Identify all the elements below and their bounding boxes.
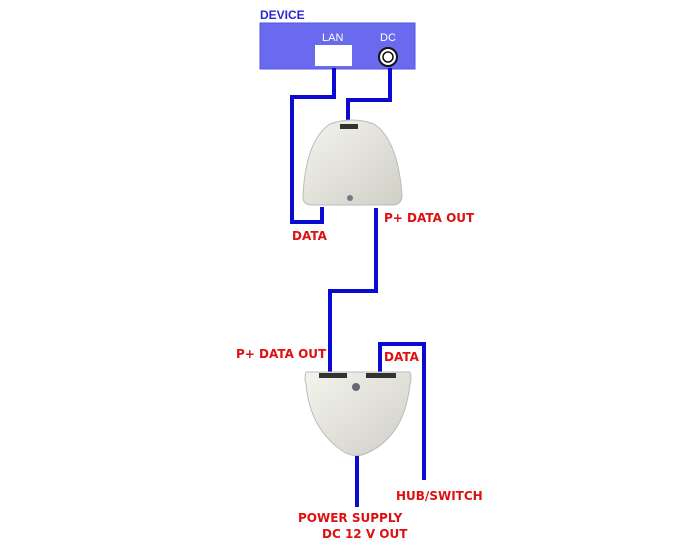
hub-data-wire [378, 342, 426, 480]
power-supply-label: POWER SUPPLY [298, 511, 403, 525]
device-title: DEVICE [260, 8, 305, 22]
pdata-wire [328, 208, 378, 372]
dc-port-label: DC [380, 32, 396, 44]
dc-jack-inner [382, 51, 394, 63]
bottom-splitter-data-port [366, 373, 396, 378]
top-pdata-out-label: P+ DATA OUT [384, 211, 475, 225]
bottom-pdata-out-label: P+ DATA OUT [236, 347, 327, 361]
bottom-splitter-pdata-port [319, 373, 347, 378]
bottom-data-label: DATA [384, 350, 420, 364]
dc-jack [378, 47, 398, 67]
lan-wire [290, 68, 336, 224]
dc-wire [346, 68, 392, 120]
hub-switch-label: HUB/SWITCH [396, 489, 483, 503]
top-splitter [302, 119, 403, 206]
lan-port [315, 45, 352, 66]
top-splitter-jack [347, 195, 353, 201]
top-splitter-dc-port [340, 124, 358, 129]
top-data-label: DATA [292, 229, 328, 243]
dc-out-label: DC 12 V OUT [322, 527, 408, 541]
bottom-splitter [304, 371, 412, 457]
lan-port-label: LAN [322, 32, 343, 44]
bottom-splitter-jack [352, 383, 360, 391]
